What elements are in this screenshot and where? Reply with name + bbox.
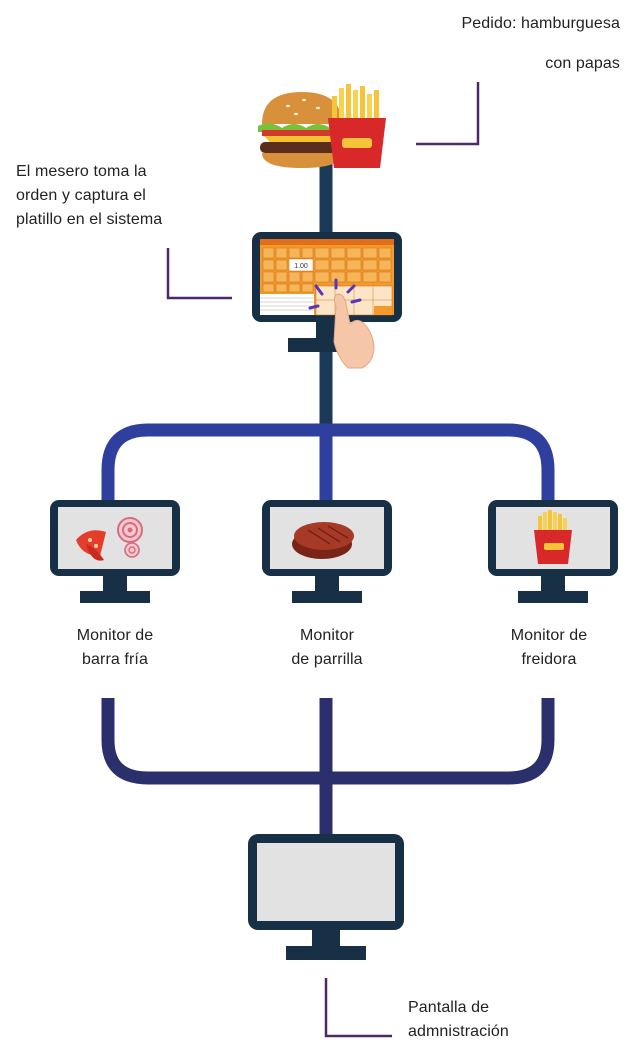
pos-terminal: 1.00 bbox=[252, 232, 402, 352]
waiter-label-line3: platillo en el sistema bbox=[16, 211, 163, 228]
burger-icon bbox=[258, 92, 346, 168]
order-callout-line bbox=[416, 82, 480, 146]
fries-icon bbox=[534, 510, 572, 564]
monitor-label-line1: Monitor bbox=[299, 627, 355, 644]
fries-icon bbox=[328, 84, 386, 168]
monitor-label-line2: de parrilla bbox=[291, 651, 363, 668]
waiter-label-line1: El mesero toma la bbox=[16, 163, 147, 180]
monitor-label-line2: barra fría bbox=[82, 651, 148, 668]
monitor-label-fryer: Monitor de freidora bbox=[474, 624, 624, 672]
monitor-label-line1: Monitor de bbox=[510, 627, 588, 644]
waiter-label: El mesero toma la orden y captura el pla… bbox=[16, 160, 216, 232]
burger-patty-icon bbox=[292, 522, 354, 559]
monitor-label-line2: freidora bbox=[521, 651, 577, 668]
order-label: Pedido: hamburguesa con papas bbox=[420, 12, 620, 76]
admin-monitor bbox=[248, 834, 404, 960]
tomato-onion-icon bbox=[76, 517, 143, 561]
admin-label: Pantalla de admnistración bbox=[408, 996, 608, 1044]
waiter-label-line2: orden y captura el bbox=[16, 187, 146, 204]
monitor-fryer bbox=[488, 500, 618, 603]
monitor-label-cold-bar: Monitor de barra fría bbox=[40, 624, 190, 672]
order-label-line2: con papas bbox=[545, 55, 620, 72]
order-label-line1: Pedido: hamburguesa bbox=[461, 15, 620, 32]
pos-display-value: 1.00 bbox=[294, 263, 308, 270]
admin-label-line1: Pantalla de bbox=[408, 999, 490, 1016]
admin-label-line2: admnistración bbox=[408, 1023, 509, 1040]
admin-callout-line bbox=[324, 978, 392, 1038]
monitor-label-grill: Monitor de parrilla bbox=[252, 624, 402, 672]
touch-hand-icon bbox=[308, 278, 375, 369]
monitor-label-line1: Monitor de bbox=[76, 627, 154, 644]
monitor-cold-bar bbox=[50, 500, 180, 603]
monitor-grill bbox=[262, 500, 392, 603]
waiter-callout-line bbox=[166, 248, 232, 300]
